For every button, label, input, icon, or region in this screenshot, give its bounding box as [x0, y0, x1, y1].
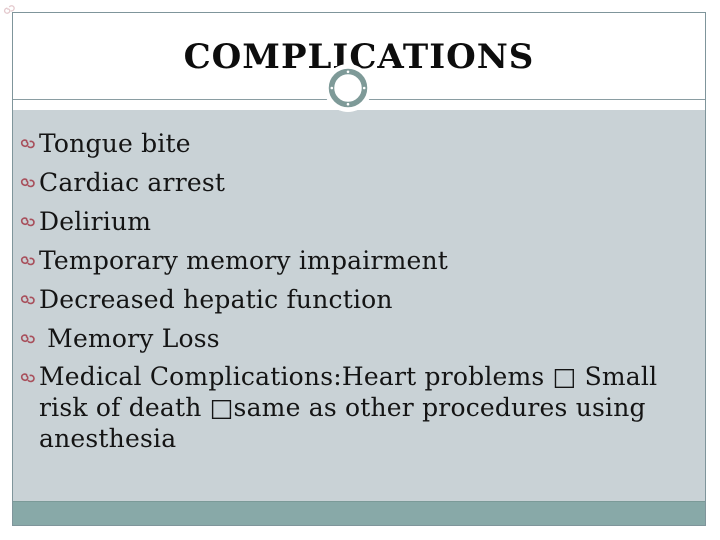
bullet-item-text: Tongue bite — [39, 129, 191, 158]
slide-content-panel: Tongue bite Cardiac arrest Delirium — [13, 110, 705, 504]
red-flourish-bullet-icon — [20, 334, 35, 344]
slide-header: COMPLICATIONS — [13, 13, 705, 100]
red-flourish-bullet-icon — [20, 295, 35, 305]
list-item: Tongue bite — [19, 127, 667, 160]
list-item: Medical Complications:Heart problems □ S… — [19, 361, 667, 454]
bullet-item-text: Memory Loss — [39, 324, 220, 353]
list-item: Delirium — [19, 205, 667, 238]
bullet-item-text: Cardiac arrest — [39, 168, 226, 197]
bullet-item-text: Delirium — [39, 207, 152, 236]
bullet-item-text: Decreased hepatic function — [39, 285, 393, 314]
bullet-item-text: Temporary memory impairment — [39, 246, 449, 275]
red-flourish-bullet-icon — [20, 373, 35, 383]
list-item: Temporary memory impairment — [19, 244, 667, 277]
bullet-list: Tongue bite Cardiac arrest Delirium — [13, 110, 677, 454]
bullet-item-text: Medical Complications:Heart problems □ S… — [39, 362, 666, 453]
red-flourish-bullet-icon — [20, 139, 35, 149]
list-item: Cardiac arrest — [19, 166, 667, 199]
list-item: Decreased hepatic function — [19, 283, 667, 316]
clipped-bullet-artifact — [3, 5, 15, 14]
red-flourish-bullet-icon — [20, 178, 35, 188]
list-item: Memory Loss — [19, 322, 667, 355]
ring-ornament-icon — [324, 64, 372, 112]
slide-frame: COMPLICATIONS Tongue bite Cardiac arr — [12, 12, 706, 526]
footer-accent-bar — [13, 501, 705, 525]
red-flourish-bullet-icon — [20, 217, 35, 227]
red-flourish-bullet-icon — [20, 256, 35, 266]
